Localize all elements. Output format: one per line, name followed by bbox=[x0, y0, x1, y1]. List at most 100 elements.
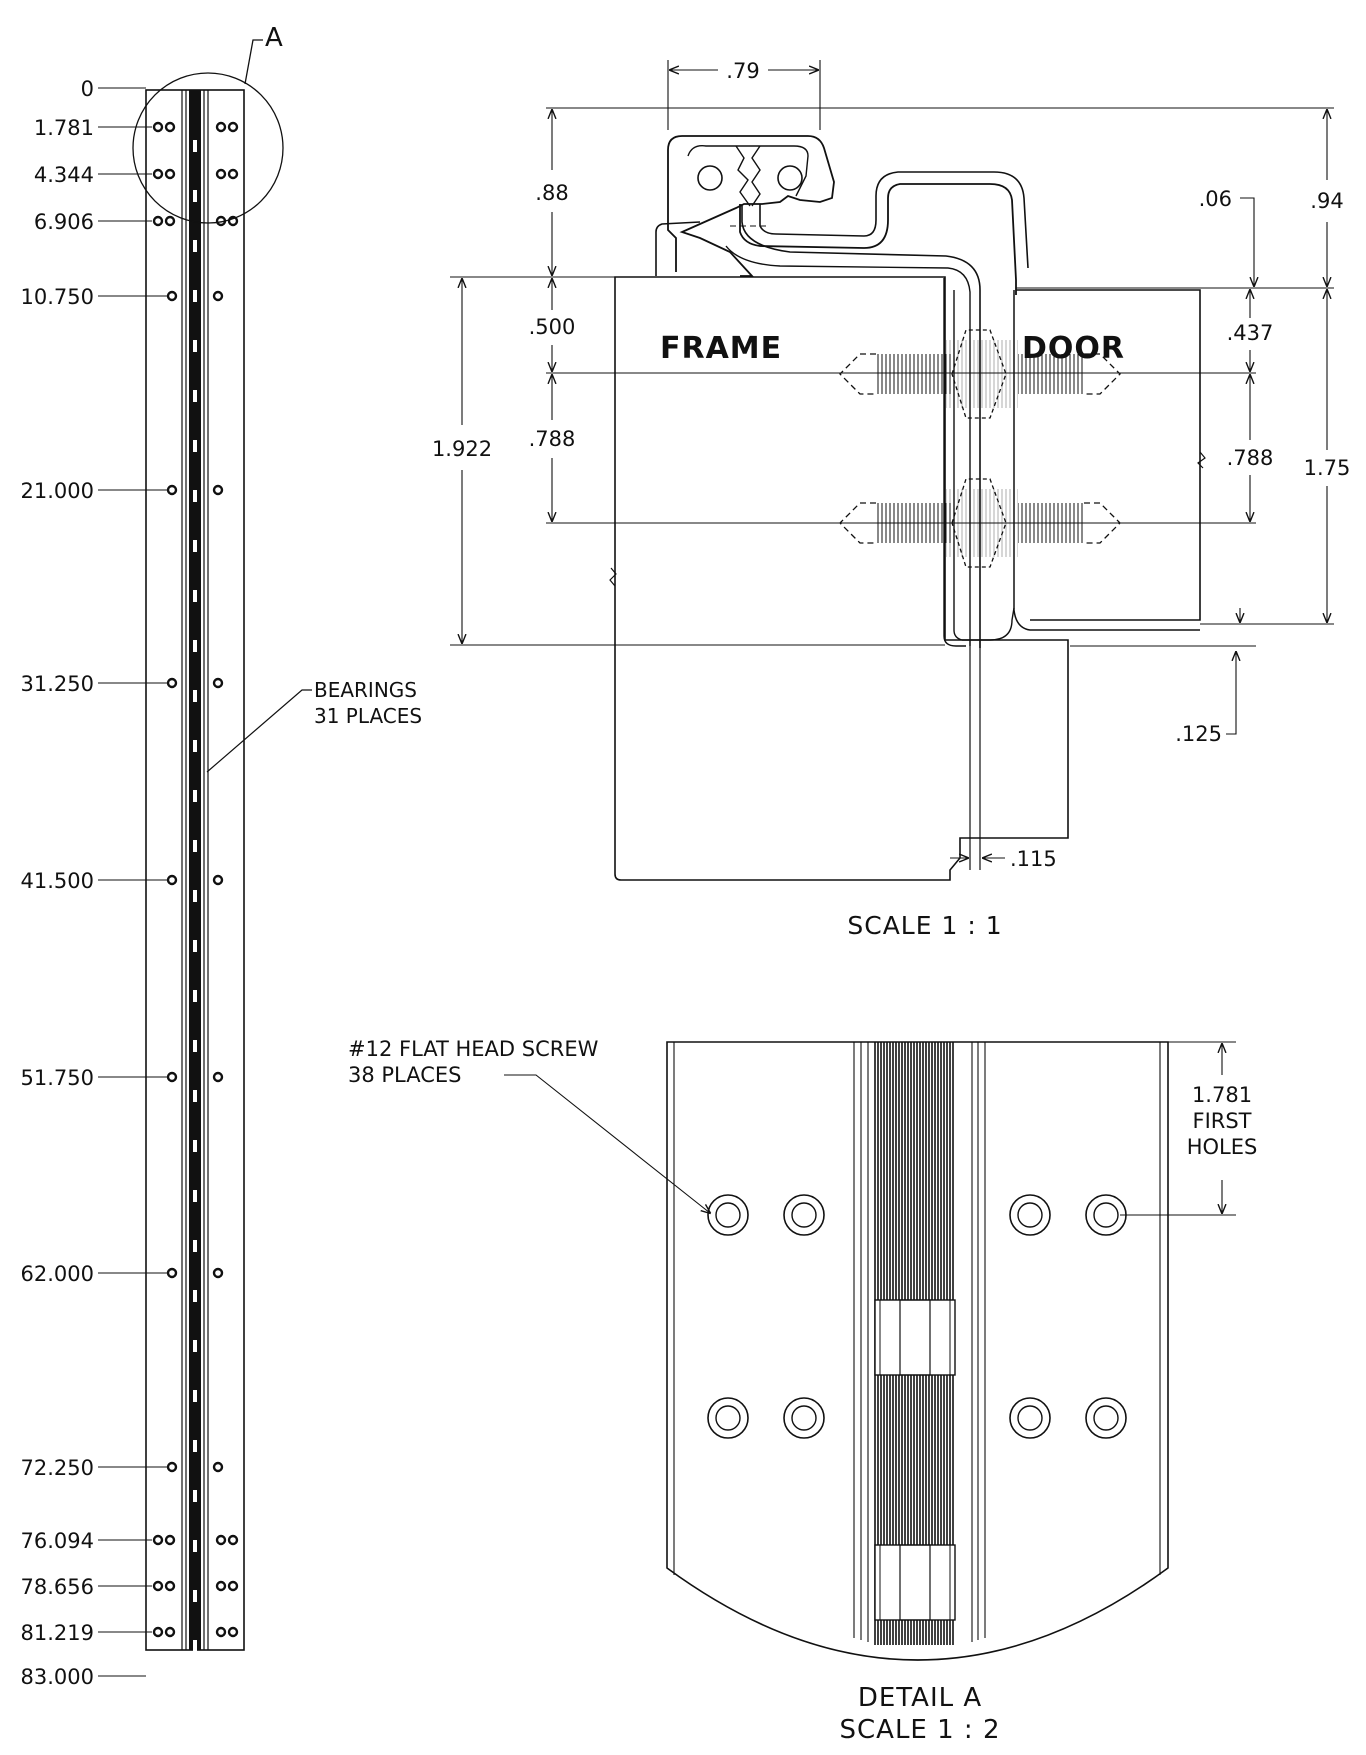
station-label: 62.000 bbox=[21, 1262, 94, 1286]
bearing-mark bbox=[193, 790, 197, 802]
bearing-mark bbox=[193, 890, 197, 902]
frame-block bbox=[614, 276, 1069, 881]
dim-788-left: .788 bbox=[529, 427, 576, 451]
detail-a-view: #12 FLAT HEAD SCREW 38 PLACES 1.781 FIRS… bbox=[348, 1037, 1257, 1745]
dim-175: 1.75 bbox=[1304, 456, 1351, 480]
dim-94: .94 bbox=[1310, 189, 1343, 213]
screw-hole-mark bbox=[212, 677, 224, 689]
screw-hole-mark bbox=[212, 1071, 224, 1083]
detail-screw-holes bbox=[707, 1194, 1127, 1439]
screw-hole-mark bbox=[215, 168, 227, 180]
bearing-mark bbox=[193, 1640, 197, 1652]
station-label: 1.781 bbox=[34, 116, 94, 140]
bearing-mark bbox=[193, 1190, 197, 1202]
knuckle-pin-right bbox=[777, 165, 803, 191]
screw-callout-places: 38 PLACES bbox=[348, 1063, 462, 1087]
bearing-mark bbox=[193, 190, 197, 202]
break-mark-right bbox=[1197, 451, 1206, 469]
bearing-mark bbox=[193, 390, 197, 402]
bearings-label: BEARINGS bbox=[314, 678, 417, 702]
bearing-mark bbox=[193, 1440, 197, 1452]
detail-outline bbox=[666, 1041, 1169, 1661]
leaf-profile-frame bbox=[667, 135, 835, 277]
bearing-mark bbox=[193, 440, 197, 452]
bearing-marks bbox=[193, 140, 197, 1652]
detail-hole-inner bbox=[1017, 1405, 1043, 1431]
screw-hole-mark bbox=[212, 1267, 224, 1279]
detail-bearing-upper bbox=[874, 1299, 956, 1376]
screw-hole-marks bbox=[152, 121, 239, 1638]
station-label: 81.219 bbox=[21, 1621, 94, 1645]
dim-79: .79 bbox=[726, 59, 759, 83]
dim-125: .125 bbox=[1175, 722, 1222, 746]
bearing-mark bbox=[193, 1090, 197, 1102]
detail-scale-label: SCALE 1 : 2 bbox=[840, 1715, 1001, 1745]
screw-hole-mark bbox=[212, 484, 224, 496]
screw-hole-mark bbox=[152, 1580, 164, 1592]
screw-hole-mark bbox=[227, 121, 239, 133]
screw-hole-mark bbox=[152, 1626, 164, 1638]
detail-hole-inner bbox=[1017, 1202, 1043, 1228]
screw-hole-mark bbox=[164, 168, 176, 180]
bearing-mark bbox=[193, 1390, 197, 1402]
screw-hole-mark bbox=[152, 121, 164, 133]
screw-hole-mark bbox=[215, 1626, 227, 1638]
dim-437: .437 bbox=[1227, 321, 1274, 345]
screw-callout-label: #12 FLAT HEAD SCREW bbox=[348, 1037, 599, 1061]
station-label: 4.344 bbox=[34, 163, 94, 187]
screw-hole-mark bbox=[164, 121, 176, 133]
bearing-mark bbox=[193, 490, 197, 502]
bearing-mark bbox=[193, 1590, 197, 1602]
screw-hole-mark bbox=[166, 874, 178, 886]
bearing-mark bbox=[193, 840, 197, 852]
dim-06: .06 bbox=[1199, 187, 1232, 211]
screw-hole-mark bbox=[166, 677, 178, 689]
detail-title: DETAIL A bbox=[858, 1683, 982, 1713]
detail-flag-label: A bbox=[265, 23, 283, 53]
station-label: 10.750 bbox=[21, 285, 94, 309]
section-scale-label: SCALE 1 : 1 bbox=[847, 911, 1002, 940]
detail-hole-inner bbox=[1093, 1405, 1119, 1431]
detail-hole-outer bbox=[783, 1194, 825, 1236]
leaf-profile-door bbox=[739, 183, 1017, 295]
hinge-knuckle-band bbox=[189, 90, 201, 1650]
screw-hole-mark bbox=[212, 874, 224, 886]
bearing-mark bbox=[193, 540, 197, 552]
first-holes-label-2: HOLES bbox=[1187, 1135, 1258, 1159]
detail-hole-outer bbox=[1009, 1194, 1051, 1236]
detail-hole-inner bbox=[715, 1202, 741, 1228]
screw-upper bbox=[839, 329, 1121, 419]
screw-hole-mark bbox=[227, 1580, 239, 1592]
bearings-leader bbox=[206, 689, 312, 773]
door-block bbox=[1016, 289, 1201, 621]
screw-leader bbox=[504, 1074, 710, 1213]
bearing-mark bbox=[193, 940, 197, 952]
detail-hole-outer bbox=[1009, 1397, 1051, 1439]
knuckle-pin-left bbox=[697, 165, 723, 191]
bearing-mark bbox=[193, 340, 197, 352]
screw-hole-mark bbox=[166, 290, 178, 302]
detail-hole-outer bbox=[707, 1194, 749, 1236]
screw-hole-mark bbox=[152, 1534, 164, 1546]
bearing-mark bbox=[193, 290, 197, 302]
dim-500: .500 bbox=[529, 315, 576, 339]
screw-hole-mark bbox=[227, 1626, 239, 1638]
first-holes-value: 1.781 bbox=[1192, 1083, 1252, 1107]
detail-hole-inner bbox=[791, 1202, 817, 1228]
screw-hole-mark bbox=[227, 168, 239, 180]
bearings-places: 31 PLACES bbox=[314, 704, 422, 728]
screw-hole-mark bbox=[164, 1580, 176, 1592]
bearing-mark bbox=[193, 1040, 197, 1052]
detail-a-circle bbox=[132, 72, 284, 224]
gear-teeth bbox=[735, 145, 761, 207]
screw-hole-mark bbox=[164, 1534, 176, 1546]
screw-hole-mark bbox=[164, 215, 176, 227]
bearing-mark bbox=[193, 1290, 197, 1302]
station-label: 6.906 bbox=[34, 210, 94, 234]
screw-hole-mark bbox=[152, 215, 164, 227]
screw-hole-mark bbox=[215, 1534, 227, 1546]
bearing-mark bbox=[193, 1490, 197, 1502]
bearing-mark bbox=[193, 1340, 197, 1352]
bearing-mark bbox=[193, 690, 197, 702]
